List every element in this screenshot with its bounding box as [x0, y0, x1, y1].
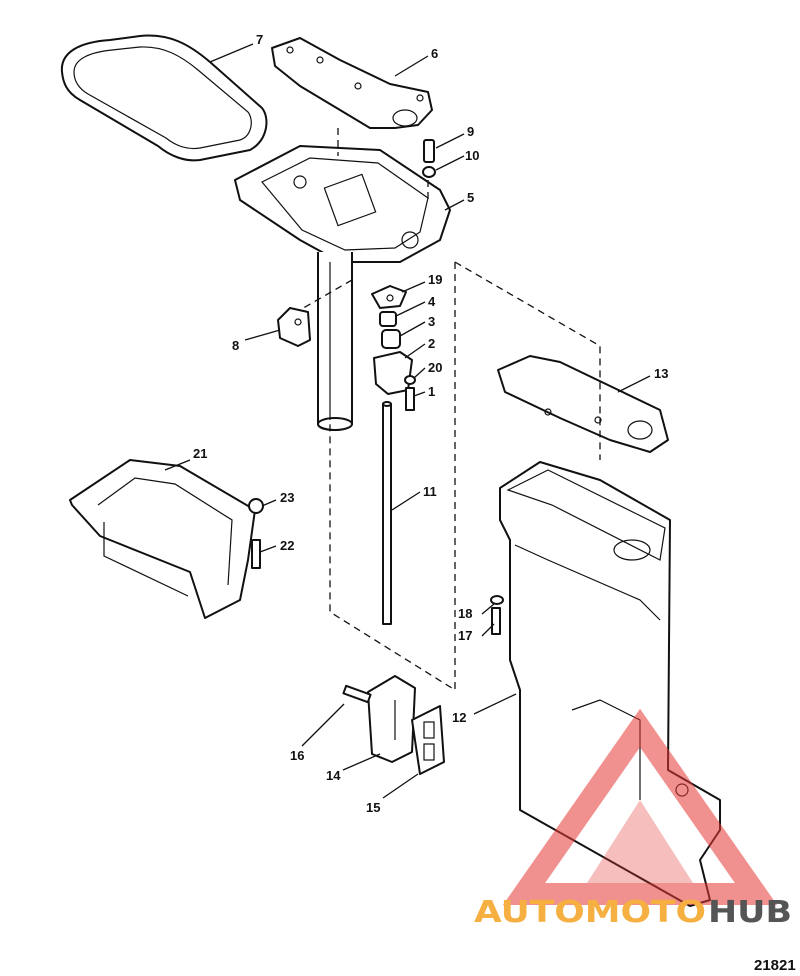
part-20-washer — [404, 375, 416, 385]
part-1-screw — [405, 387, 415, 411]
callout-17: 17 — [458, 628, 472, 643]
callout-7: 7 — [256, 32, 263, 47]
callout-10: 10 — [465, 148, 479, 163]
callout-12: 12 — [452, 710, 466, 725]
part-10-washer — [422, 166, 436, 178]
callout-2: 2 — [428, 336, 435, 351]
part-9-screw — [423, 139, 435, 163]
part-4-bushing — [379, 311, 397, 327]
part-21-cover — [69, 459, 256, 619]
callout-6: 6 — [431, 46, 438, 61]
callout-5: 5 — [467, 190, 474, 205]
callout-13: 13 — [654, 366, 668, 381]
part-14-block — [367, 675, 416, 763]
callout-15: 15 — [366, 800, 380, 815]
callout-16: 16 — [290, 748, 304, 763]
callout-22: 22 — [280, 538, 294, 553]
part-15-plate — [411, 705, 445, 775]
callout-19: 19 — [428, 272, 442, 287]
part-16-screw — [342, 684, 372, 704]
callout-1: 1 — [428, 384, 435, 399]
reference-number: 21821 — [754, 957, 796, 974]
callout-23: 23 — [280, 490, 294, 505]
callout-4: 4 — [428, 294, 436, 309]
callout-labels: 7 6 9 10 5 19 4 3 2 20 1 8 13 21 11 23 2… — [193, 32, 668, 815]
callout-14: 14 — [326, 768, 341, 783]
callout-11: 11 — [423, 484, 437, 499]
callout-8: 8 — [232, 338, 239, 353]
part-5-exhaust-tube — [317, 252, 353, 431]
part-8-bracket — [277, 307, 311, 347]
part-17-screw — [491, 607, 501, 635]
part-5-adapter-plate — [234, 145, 451, 263]
part-6-gasket — [271, 37, 433, 129]
watermark-text-automoto: AUTOMOTO — [474, 895, 706, 930]
part-19-plate — [371, 285, 407, 309]
part-13-gasket — [497, 355, 669, 453]
part-18-washer — [490, 595, 504, 605]
callout-21: 21 — [193, 446, 207, 461]
part-7-seal — [60, 34, 268, 162]
part-23-nut — [248, 498, 264, 514]
part-22-screw — [251, 539, 261, 569]
watermark-logo — [502, 708, 778, 905]
leader-lines — [164, 43, 651, 799]
alignment-lines — [299, 128, 601, 692]
part-11-rod — [382, 401, 392, 625]
part-12-housing — [499, 461, 721, 907]
callout-3: 3 — [428, 314, 435, 329]
callout-20: 20 — [428, 360, 442, 375]
part-3-grommet — [381, 329, 401, 349]
watermark-text-hub: HUB — [708, 895, 792, 930]
callout-18: 18 — [458, 606, 472, 621]
callout-9: 9 — [467, 124, 474, 139]
